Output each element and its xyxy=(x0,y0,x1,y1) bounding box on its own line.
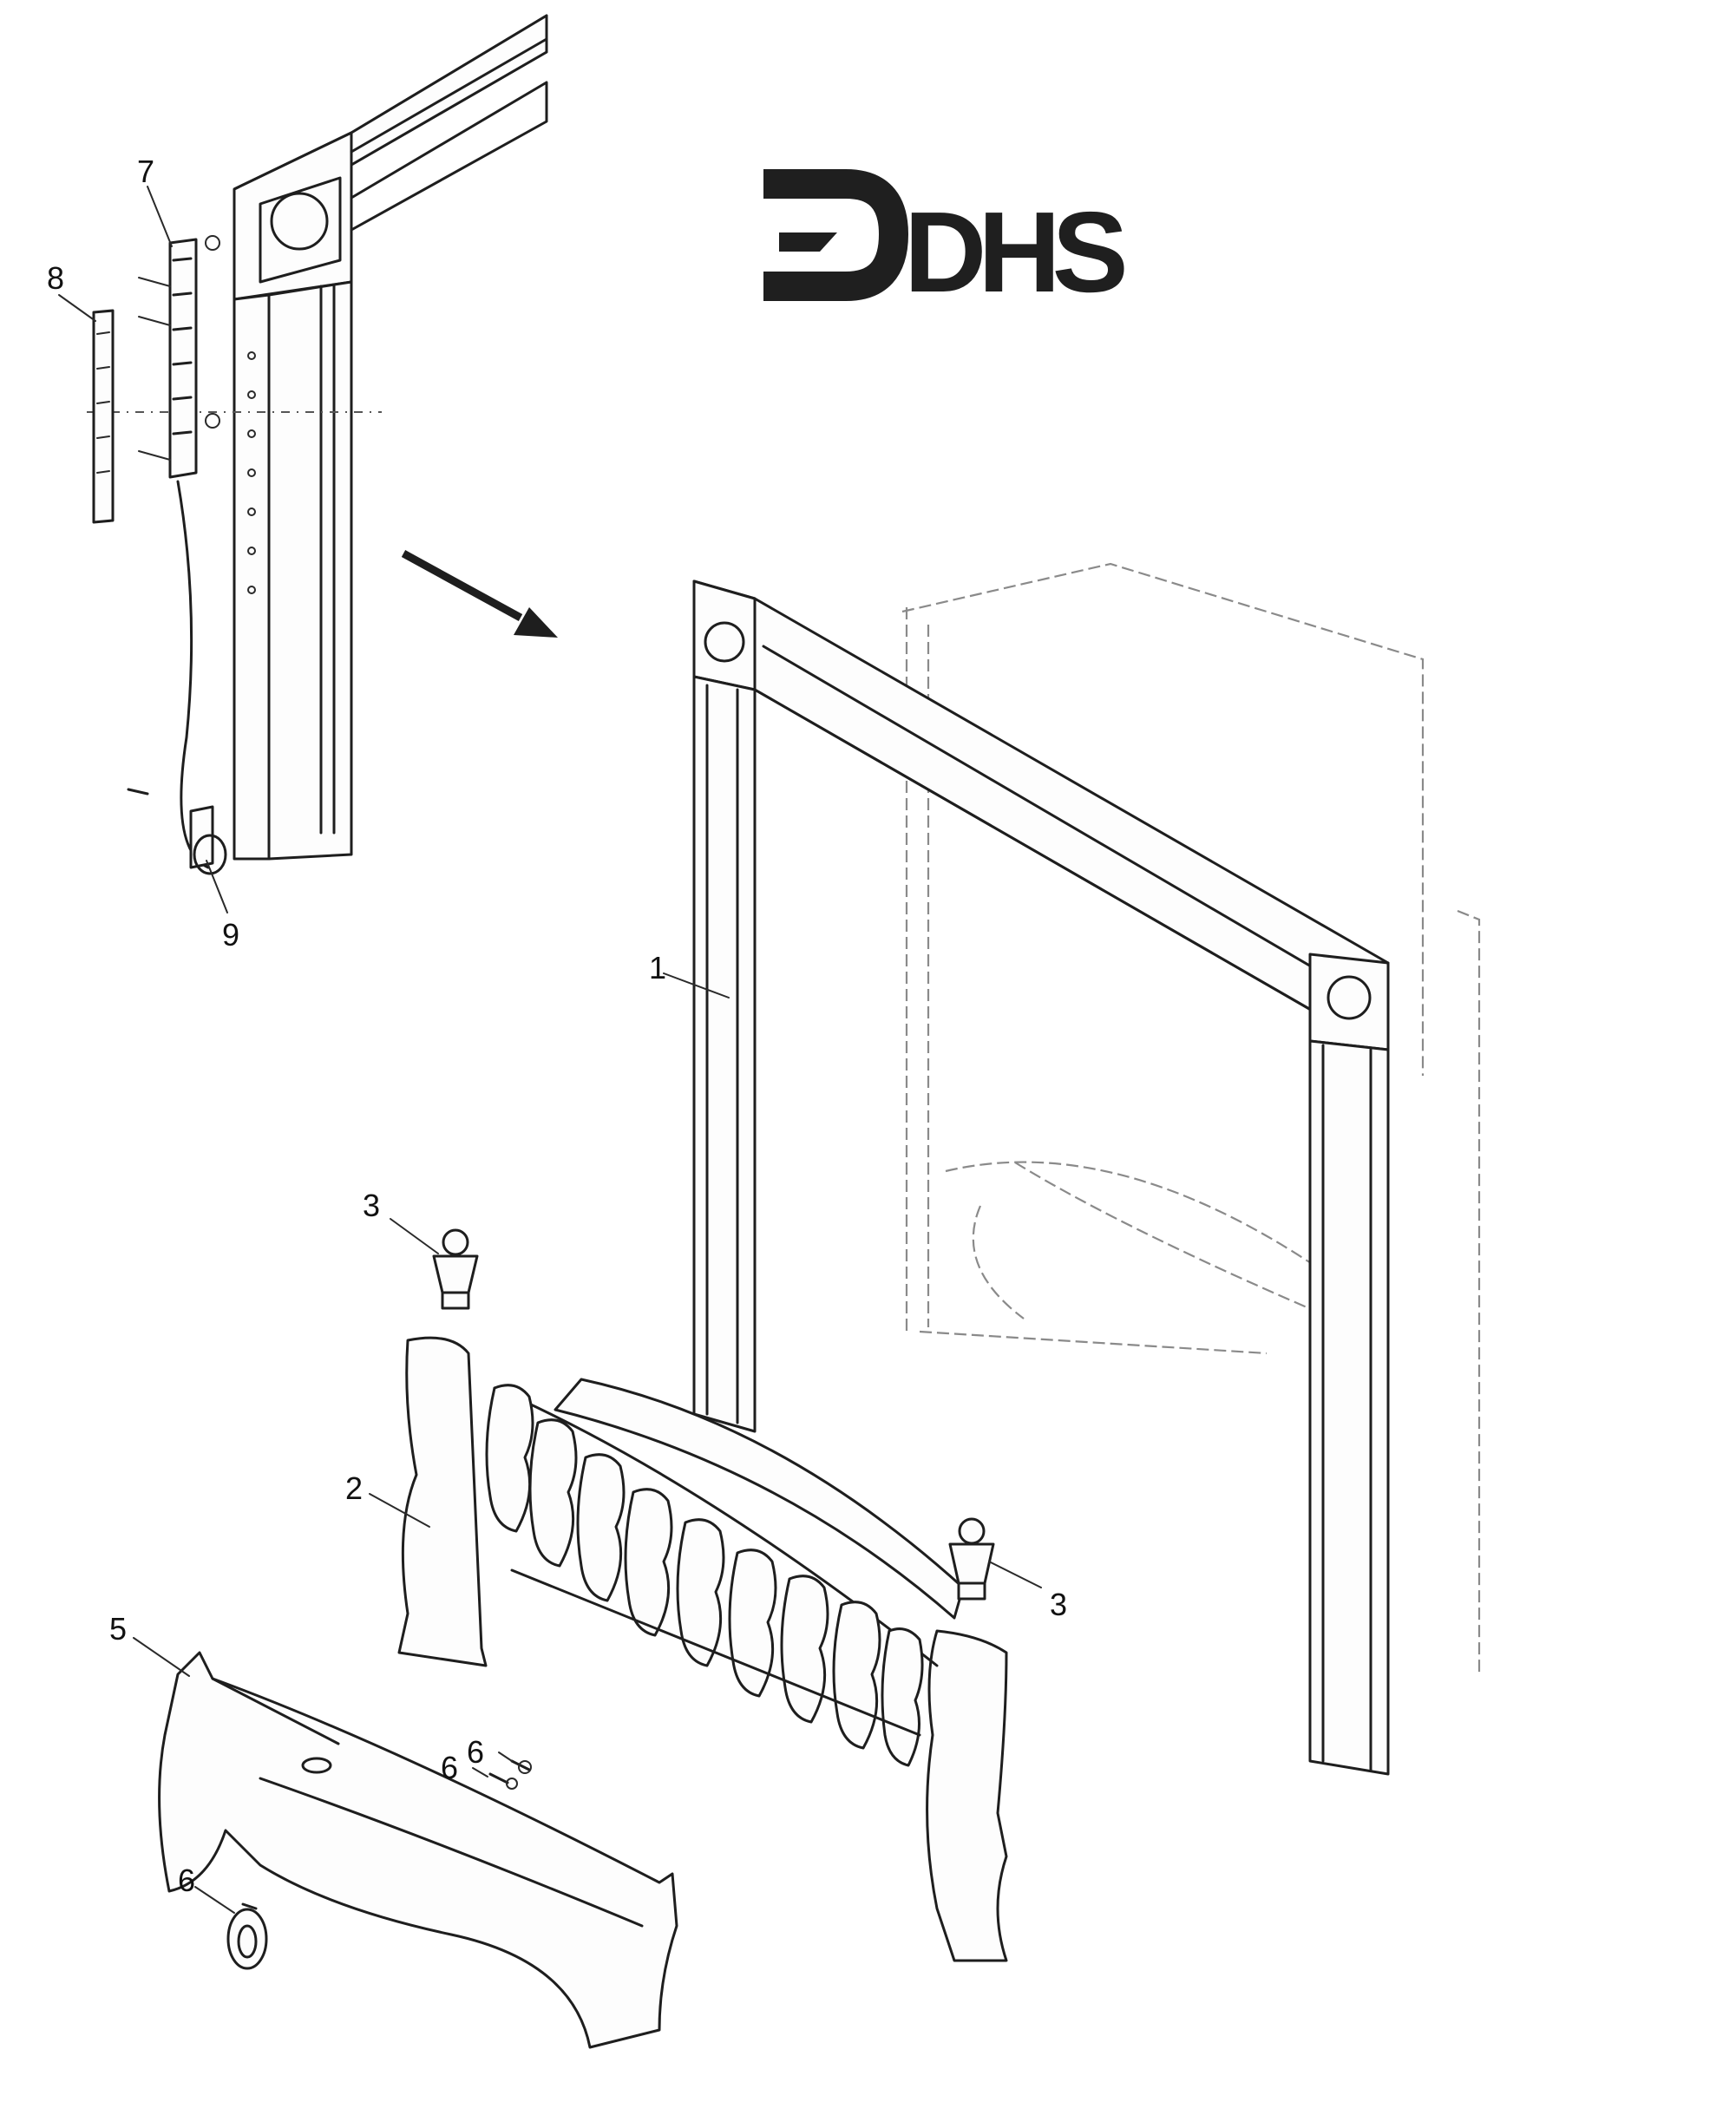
leader-8 xyxy=(58,294,96,322)
callout-3-left: 3 xyxy=(363,1188,380,1223)
part-3-finial-right xyxy=(948,1517,995,1601)
callout-7: 7 xyxy=(137,154,154,189)
inset-top-rail-groove xyxy=(350,37,548,154)
leader-7 xyxy=(147,186,173,247)
firebox-outline xyxy=(901,562,1481,1674)
callout-6-screw-a: 6 xyxy=(441,1750,458,1785)
leader-2 xyxy=(369,1493,430,1528)
callout-6-knob: 6 xyxy=(178,1863,195,1898)
part-6-screw-b xyxy=(510,1759,532,1774)
callout-6-screw-b: 6 xyxy=(467,1734,484,1770)
basket-left-post xyxy=(397,1336,488,1667)
leader-1 xyxy=(663,972,730,999)
inset-side-face xyxy=(267,280,353,861)
part-1-main-frame xyxy=(692,579,1390,1776)
front-fret-hole xyxy=(301,1757,332,1774)
main-frame-right-leg-grooves xyxy=(1321,1044,1372,1771)
inset-corner-recess xyxy=(259,176,342,284)
leader-3a xyxy=(390,1218,439,1254)
inset-screw-holes xyxy=(247,351,256,594)
part-6-screw-a xyxy=(488,1772,518,1790)
part-5-front-fret xyxy=(158,1651,678,2049)
inset-side-rail xyxy=(233,293,271,861)
part-8-cover-strip xyxy=(92,309,115,524)
basket-right-post xyxy=(926,1629,1008,1962)
part-3-finial-left xyxy=(432,1228,479,1310)
callout-2: 2 xyxy=(345,1470,363,1506)
basket-bars xyxy=(485,1384,924,1767)
callout-3-right: 3 xyxy=(1050,1587,1067,1622)
dhs-logo: DHS xyxy=(763,169,1133,316)
leader-6c xyxy=(194,1886,235,1914)
callout-8: 8 xyxy=(47,260,64,296)
main-frame-corner-left xyxy=(692,579,757,691)
part-6-knob xyxy=(226,1902,268,1970)
main-frame-top-rail-groove xyxy=(762,645,1329,978)
leader-5 xyxy=(133,1637,190,1677)
basket-lower-bar xyxy=(510,1568,921,1737)
leader-6b xyxy=(498,1752,513,1762)
part-9-cable xyxy=(127,480,227,875)
inset-corner-top xyxy=(233,14,548,191)
main-frame-top-rail-edge xyxy=(753,688,1329,1021)
dhs-arrow-logo-icon xyxy=(763,169,909,301)
inset-top-rail xyxy=(350,14,548,167)
leader-3b xyxy=(988,1561,1042,1588)
logo-text: DHS xyxy=(904,188,1124,316)
main-frame-boss-left xyxy=(704,621,745,663)
leader-6a xyxy=(472,1767,488,1778)
main-frame-right-leg xyxy=(1308,1039,1390,1776)
callout-9: 9 xyxy=(222,917,239,953)
direction-arrow-icon xyxy=(401,550,558,638)
front-fret-body xyxy=(158,1651,678,2049)
front-fret-curve xyxy=(259,1777,644,1928)
front-fret-tab xyxy=(211,1677,340,1745)
inset-frame-corner xyxy=(87,14,548,861)
inset-top-rail-lower xyxy=(350,81,548,232)
main-frame-left-leg xyxy=(692,675,757,1433)
main-frame-corner-right xyxy=(1308,953,1390,1051)
inset-corner-boss xyxy=(270,192,329,251)
callout-1: 1 xyxy=(649,950,666,985)
callout-5: 5 xyxy=(109,1611,127,1647)
callout-labels: 7 8 9 1 3 3 2 5 6 6 6 xyxy=(47,154,1067,1898)
leader-lines xyxy=(58,186,1042,1914)
main-frame-left-leg-grooves xyxy=(705,684,739,1424)
leader-9 xyxy=(206,860,228,913)
main-frame-boss-right xyxy=(1327,975,1372,1020)
main-frame-top-rail xyxy=(692,579,1390,1051)
part-7-switch-plate xyxy=(138,235,220,479)
